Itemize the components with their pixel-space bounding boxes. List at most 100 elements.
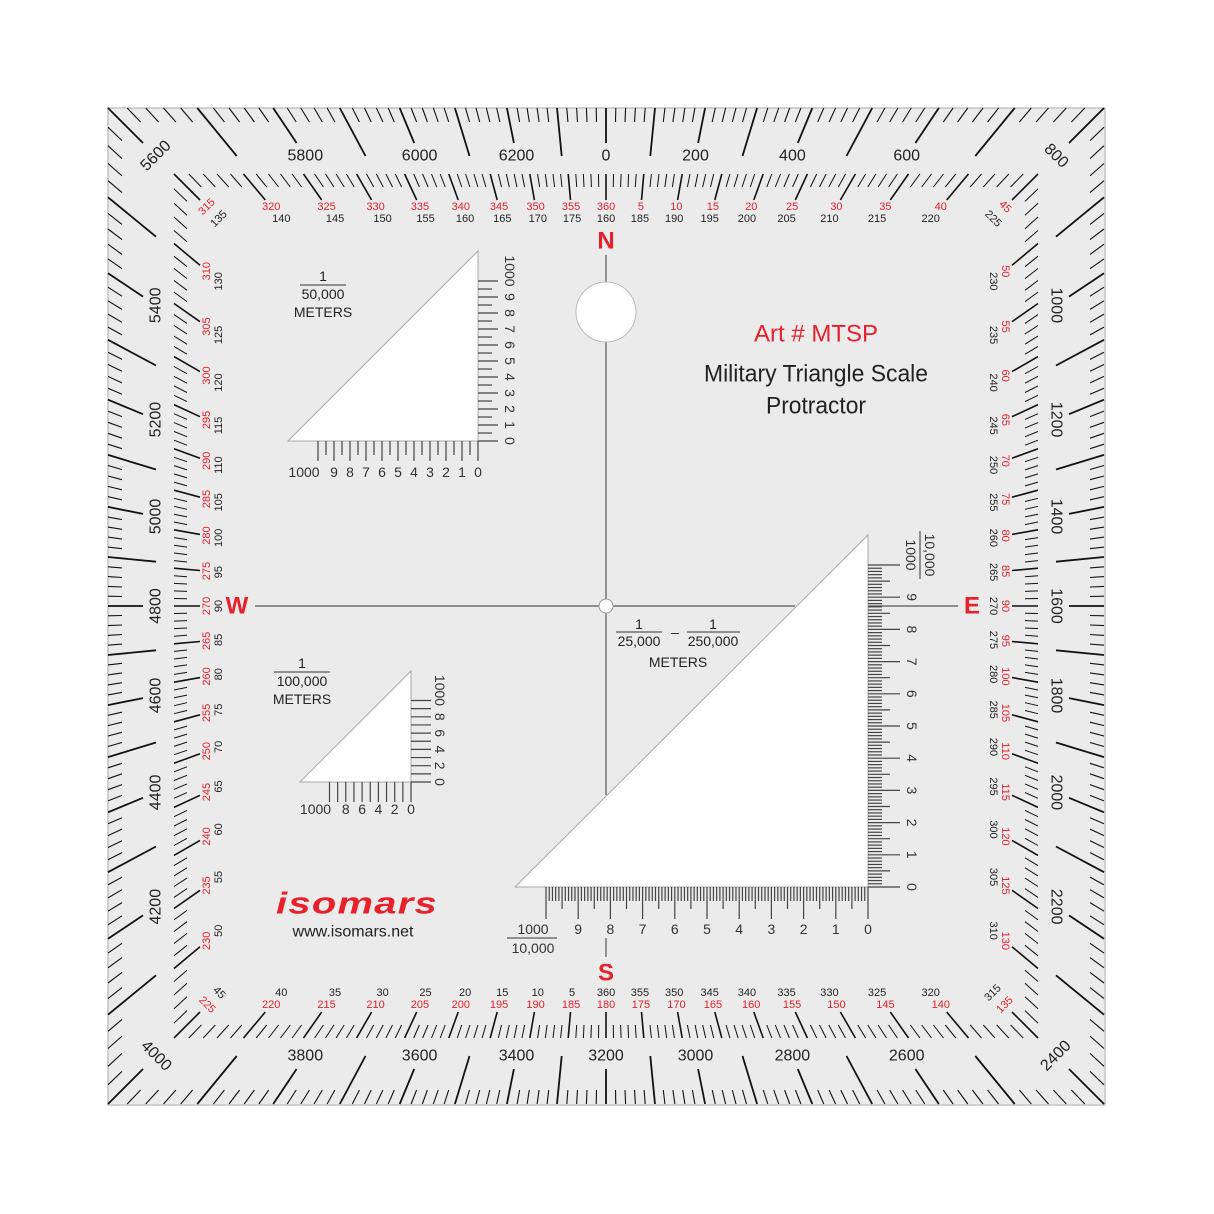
mils-tick <box>1089 731 1105 737</box>
degree-label-red: 330 <box>366 201 384 213</box>
degree-tick <box>1024 513 1039 518</box>
degree-tick <box>889 173 910 201</box>
degree-label-red: 180 <box>597 999 615 1011</box>
degree-tick <box>921 173 932 188</box>
degree-label-black: 345 <box>701 987 719 999</box>
degree-label-red: 250 <box>201 742 213 760</box>
mils-tick <box>107 464 123 471</box>
degree-label-black: 260 <box>987 529 999 547</box>
degree-tick <box>1024 505 1039 510</box>
mils-label: 4600 <box>148 678 165 714</box>
mils-tick <box>398 107 416 144</box>
degree-tick <box>969 1024 982 1039</box>
degree-label-black: 130 <box>213 272 225 290</box>
ruler-label: 1 <box>904 851 920 859</box>
degree-label-black: 220 <box>922 213 940 225</box>
mils-tick <box>107 817 123 825</box>
degree-label-red: 345 <box>490 201 508 213</box>
degree-label-black: 360 <box>597 987 615 999</box>
degree-tick <box>828 173 837 188</box>
degree-tick <box>1024 230 1039 243</box>
mils-tick <box>496 107 501 123</box>
degree-tick <box>1024 627 1039 630</box>
ruler-label: 0 <box>432 778 448 786</box>
degree-tick <box>783 173 790 188</box>
scale-100000-denominator: 100,000 <box>277 673 328 689</box>
ruler-label: 4 <box>375 801 383 817</box>
degree-tick <box>1024 575 1039 578</box>
degree-label-red: 320 <box>262 201 280 213</box>
mils-tick <box>1089 987 1105 1000</box>
mils-tick <box>662 107 666 123</box>
mils-tick <box>107 741 123 748</box>
mils-tick <box>107 852 123 861</box>
degree-label-black: 30 <box>376 987 388 999</box>
degree-tick <box>1024 216 1039 230</box>
degree-label-black: 60 <box>213 823 225 835</box>
mils-tick <box>1068 107 1105 144</box>
degree-label-black: 355 <box>631 987 649 999</box>
mils-tick <box>443 107 450 123</box>
mils-tick <box>1089 432 1105 439</box>
mils-tick <box>326 107 336 123</box>
mils-tick <box>300 107 310 123</box>
degree-tick <box>909 1024 921 1039</box>
mils-tick <box>1089 300 1105 310</box>
mils-label: 200 <box>682 148 709 165</box>
degree-tick <box>1011 448 1039 459</box>
degree-label-black: 15 <box>496 987 508 999</box>
degree-label-black: 10 <box>532 987 544 999</box>
mils-tick <box>1018 107 1032 123</box>
mils-tick <box>339 107 367 157</box>
degree-tick <box>1024 422 1039 429</box>
product-title-line2: Protractor <box>766 393 866 420</box>
mils-tick <box>876 1089 886 1105</box>
mils-tick <box>526 107 530 123</box>
mils-tick <box>180 1089 194 1105</box>
mils-tick <box>107 375 123 384</box>
degree-tick <box>413 173 420 188</box>
mils-tick <box>107 228 123 241</box>
mils-tick <box>286 1089 297 1105</box>
degree-tick <box>173 255 188 268</box>
scale-dash: – <box>671 624 679 640</box>
ruler-label: 0 <box>502 437 518 445</box>
mils-tick <box>672 107 676 123</box>
degree-label-black: 75 <box>213 704 225 716</box>
degree-tick <box>809 173 818 188</box>
degree-label-red: 40 <box>935 201 947 213</box>
degree-tick <box>216 1024 230 1039</box>
degree-tick <box>867 1024 877 1039</box>
mils-tick <box>1089 126 1105 141</box>
degree-tick <box>173 733 188 739</box>
mils-tick <box>1089 351 1105 360</box>
mils-tick <box>1089 180 1105 194</box>
mils-tick <box>107 643 123 646</box>
degree-tick <box>888 173 898 188</box>
mils-tick <box>107 672 123 676</box>
mils-tick <box>1089 443 1105 450</box>
mils-tick <box>1089 421 1105 428</box>
ruler-label: 4 <box>735 921 743 937</box>
mils-tick <box>741 1055 758 1105</box>
degree-label-red: 335 <box>411 201 429 213</box>
degree-scale-ticks <box>173 173 1039 1039</box>
degree-tick <box>481 1024 487 1039</box>
mils-tick <box>731 1089 737 1105</box>
degree-label-black: 40 <box>275 987 287 999</box>
mils-tick <box>1089 721 1105 727</box>
degree-label-red: 80 <box>999 529 1011 541</box>
mils-tick <box>107 840 123 848</box>
mils-tick <box>286 107 297 123</box>
mils-tick <box>107 258 123 270</box>
degree-tick <box>173 582 188 585</box>
degree-label-black: 255 <box>987 493 999 511</box>
degree-tick <box>375 1024 384 1039</box>
degree-tick <box>202 173 216 188</box>
degree-tick <box>877 173 887 188</box>
degree-tick <box>173 676 201 683</box>
degree-tick <box>714 173 723 201</box>
degree-tick <box>982 173 996 188</box>
mils-tick <box>107 876 123 886</box>
degree-tick <box>582 1024 585 1039</box>
